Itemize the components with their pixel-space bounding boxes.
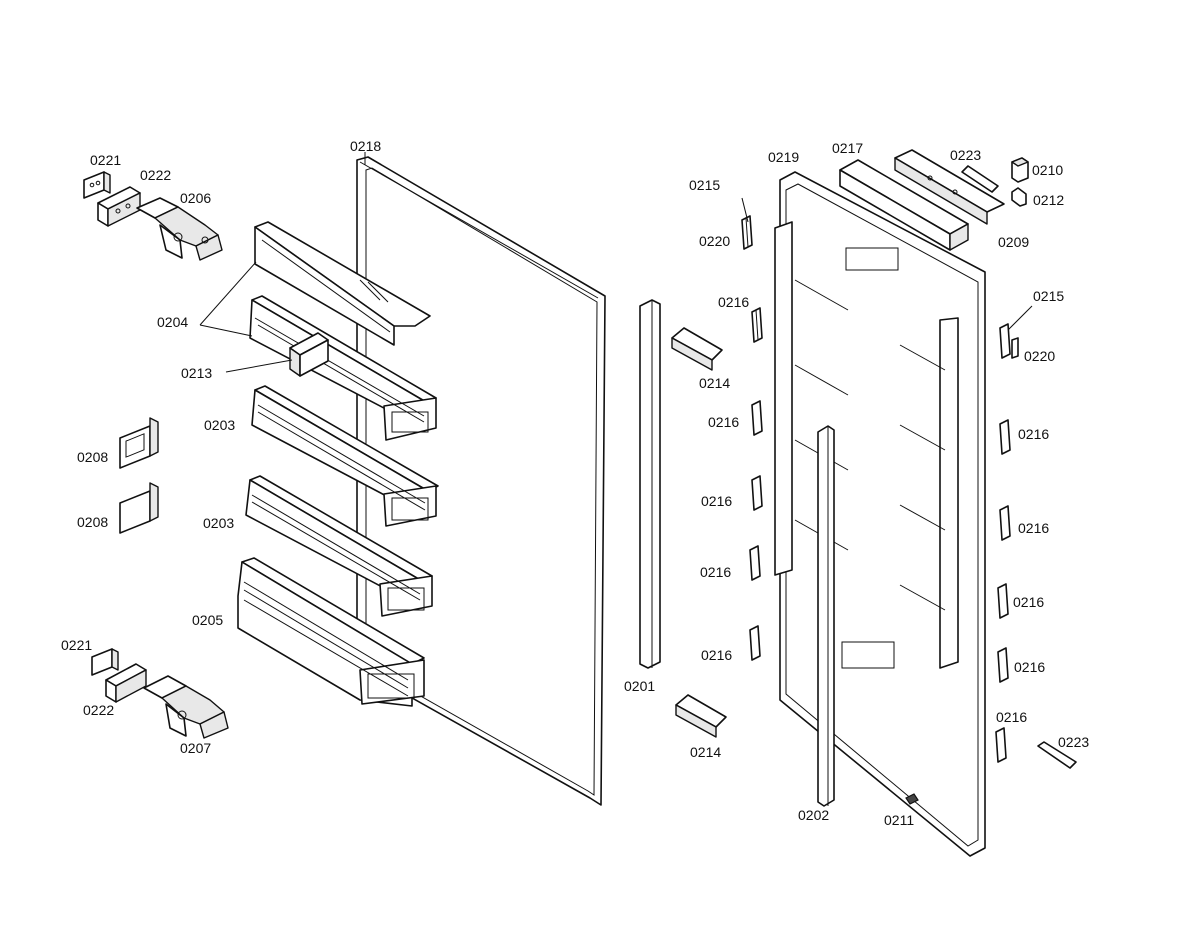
part-0205-bin-large	[237, 557, 425, 707]
label-0216-r4: 0216	[1014, 659, 1046, 675]
part-0221-top-plate	[83, 171, 111, 199]
part-0215-clip-right	[999, 323, 1019, 359]
label-0221-bottom: 0221	[61, 637, 93, 653]
part-0216-clip-l4	[749, 545, 761, 581]
label-0221-top: 0221	[90, 152, 122, 168]
part-0206-top-hinge	[136, 197, 223, 261]
label-0206: 0206	[180, 190, 212, 206]
label-0216-r5: 0216	[996, 709, 1028, 725]
label-0216-r2: 0216	[1018, 520, 1050, 536]
part-0216-clip-r1	[999, 419, 1011, 455]
label-0209: 0209	[998, 234, 1030, 250]
part-0208-bracket-bottom	[119, 482, 159, 534]
part-0222-top-bracket	[97, 186, 141, 227]
label-0218: 0218	[350, 138, 382, 154]
part-0219-inner-door	[774, 171, 986, 857]
label-0219: 0219	[768, 149, 800, 165]
part-0223-bottom-strip	[1037, 741, 1077, 769]
part-0210-cap	[1011, 157, 1029, 183]
part-0204-bin	[249, 295, 437, 441]
part-0217-top-cover	[839, 159, 969, 251]
label-0201: 0201	[624, 678, 656, 694]
leader-lines	[199, 152, 1033, 373]
part-0208-bracket-top	[119, 417, 159, 469]
label-0220-left: 0220	[699, 233, 731, 249]
part-0216-clip-l2	[751, 400, 763, 436]
part-0216-clip-r5	[995, 727, 1007, 763]
label-0216-l1: 0216	[718, 294, 750, 310]
label-0203-top: 0203	[204, 417, 236, 433]
part-0212-clip	[1011, 187, 1027, 207]
part-0201-vertical-strip	[639, 299, 661, 669]
part-0216-clip-l5	[749, 625, 761, 661]
label-0212: 0212	[1033, 192, 1065, 208]
part-0215-clip-left	[741, 215, 753, 250]
label-0215-right: 0215	[1033, 288, 1065, 304]
part-0216-clip-r2	[999, 505, 1011, 541]
part-0202-vertical-strip	[817, 425, 835, 807]
part-0216-clip-r4	[997, 647, 1009, 683]
part-0203-bin-lower	[245, 475, 433, 617]
part-0216-clip-l3	[751, 475, 763, 511]
part-0214-vent-bottom	[675, 694, 727, 738]
part-0221-bottom-plate	[91, 648, 119, 676]
label-0203-bottom: 0203	[203, 515, 235, 531]
label-0220-right: 0220	[1024, 348, 1056, 364]
label-0216-r3: 0216	[1013, 594, 1045, 610]
part-0211-small-clip	[905, 793, 919, 805]
label-0208-top: 0208	[77, 449, 109, 465]
label-0223-bottom: 0223	[1058, 734, 1090, 750]
label-0213: 0213	[181, 365, 213, 381]
part-0207-bottom-hinge	[143, 675, 229, 739]
part-0209-top-plate	[894, 149, 1005, 225]
label-0216-l4: 0216	[700, 564, 732, 580]
label-0205: 0205	[192, 612, 224, 628]
label-0216-l2: 0216	[708, 414, 740, 430]
label-0202: 0202	[798, 807, 830, 823]
label-0216-l3: 0216	[701, 493, 733, 509]
label-0210: 0210	[1032, 162, 1064, 178]
part-0216-clip-l1	[751, 307, 763, 343]
label-0214-bottom: 0214	[690, 744, 722, 760]
label-0217: 0217	[832, 140, 864, 156]
label-0223-top: 0223	[950, 147, 982, 163]
part-0214-vent-top	[671, 327, 723, 371]
part-0203-bin-upper	[251, 385, 439, 527]
label-0211: 0211	[884, 812, 915, 828]
label-0215-left: 0215	[689, 177, 721, 193]
label-0214-top: 0214	[699, 375, 731, 391]
label-0222-bottom: 0222	[83, 702, 115, 718]
label-0204: 0204	[157, 314, 189, 330]
part-0223-top-strip	[961, 165, 999, 193]
label-0216-l5: 0216	[701, 647, 733, 663]
part-0204-shelf-lid	[254, 221, 431, 346]
label-0216-r1: 0216	[1018, 426, 1050, 442]
label-0222-top: 0222	[140, 167, 172, 183]
label-0208-bottom: 0208	[77, 514, 109, 530]
part-0222-bottom-bracket	[105, 663, 147, 703]
part-0216-clip-r3	[997, 583, 1009, 619]
part-0213-divider	[289, 332, 329, 377]
label-0207: 0207	[180, 740, 212, 756]
